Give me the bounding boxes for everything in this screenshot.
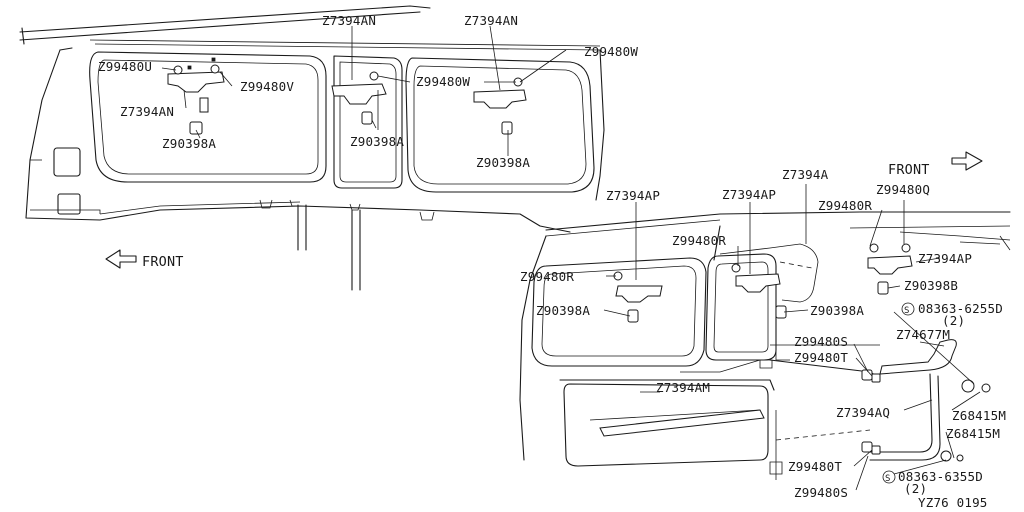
front-arrow-icon (105, 249, 137, 269)
part-label: Z68415M (946, 426, 1000, 441)
part-label: Z99480R (520, 269, 574, 284)
lower-window-middle (705, 253, 777, 361)
part-label: Z7394AP (918, 251, 972, 266)
part-label: Z90398A (810, 303, 864, 318)
part-label: Z99480U (98, 59, 152, 74)
part-label: (2) (904, 481, 927, 496)
upper-window-left (89, 51, 327, 183)
part-label: Z99480V (240, 79, 294, 94)
upper-body-outline (19, 5, 605, 291)
lower-leader-lines (603, 184, 981, 491)
part-label: Z90398A (350, 134, 404, 149)
lower-grab-handles (613, 243, 913, 323)
part-label: 08363-6255D (918, 301, 1003, 316)
labels-rear-glass: Z7394AM (656, 380, 710, 395)
part-label: Z7394AN (322, 13, 376, 28)
front-arrow-right: FRONT (888, 151, 983, 178)
part-label: Z90398A (536, 303, 590, 318)
part-label: Z7394AN (464, 13, 518, 28)
part-label: Z7394A (782, 167, 829, 182)
part-label: Z99480W (584, 44, 638, 59)
lower-body-outline (519, 211, 1011, 480)
part-label: Z99480Q (876, 182, 930, 197)
diagram-code: YZ76 0195 (918, 495, 988, 510)
lower-window-left (531, 257, 707, 367)
part-label: Z99480W (416, 74, 470, 89)
front-arrow-left: FRONT (105, 249, 184, 270)
front-arrow-icon (951, 151, 983, 171)
rear-rail-assembly (759, 339, 991, 462)
bolt-circle-glyph: S (904, 306, 910, 316)
part-label: Z90398B (904, 278, 958, 293)
grab-handle-upper-left (167, 57, 225, 135)
bolt-circle-glyph: S (885, 474, 891, 484)
upper-window-middle (333, 55, 403, 189)
part-label: Z68415M (952, 408, 1006, 423)
bolt-circle-icon (901, 302, 915, 316)
labels-rear: 08363-6255D (2) Z74677M Z99480S Z99480T … (788, 301, 1006, 500)
bolt-circle-markers: S S (882, 302, 915, 484)
bolt-circle-icon (882, 470, 896, 484)
part-label: Z7394AP (606, 188, 660, 203)
part-label: Z7394AN (120, 104, 174, 119)
part-label: Z99480S (794, 485, 848, 500)
lower-rear-glass (563, 383, 769, 467)
grab-handle-upper-middle (331, 71, 387, 125)
part-label: Z99480T (788, 459, 842, 474)
upper-window-right (405, 57, 595, 193)
front-label-left: FRONT (142, 254, 184, 270)
grab-handle-upper-right (473, 77, 527, 135)
part-label: Z99480T (794, 350, 848, 365)
part-label: Z90398A (476, 155, 530, 170)
part-label: Z7394AP (722, 187, 776, 202)
part-label: Z74677M (896, 327, 950, 342)
part-label: Z99480R (818, 198, 872, 213)
labels-upper: Z99480U Z7394AN Z99480V Z90398A Z7394AN … (98, 13, 638, 170)
part-label: Z90398A (162, 136, 216, 151)
part-label: Z99480R (672, 233, 726, 248)
part-label: 08363-6355D (898, 469, 983, 484)
part-label: (2) (942, 313, 965, 328)
labels-lower: Z7394AP Z99480R Z90398A Z7394AP Z99480R … (520, 167, 972, 318)
upper-leader-lines (161, 25, 567, 156)
part-label: Z99480S (794, 334, 848, 349)
part-label: Z7394AM (656, 380, 710, 395)
part-label: Z7394AQ (836, 405, 890, 420)
front-label-right: FRONT (888, 162, 930, 178)
